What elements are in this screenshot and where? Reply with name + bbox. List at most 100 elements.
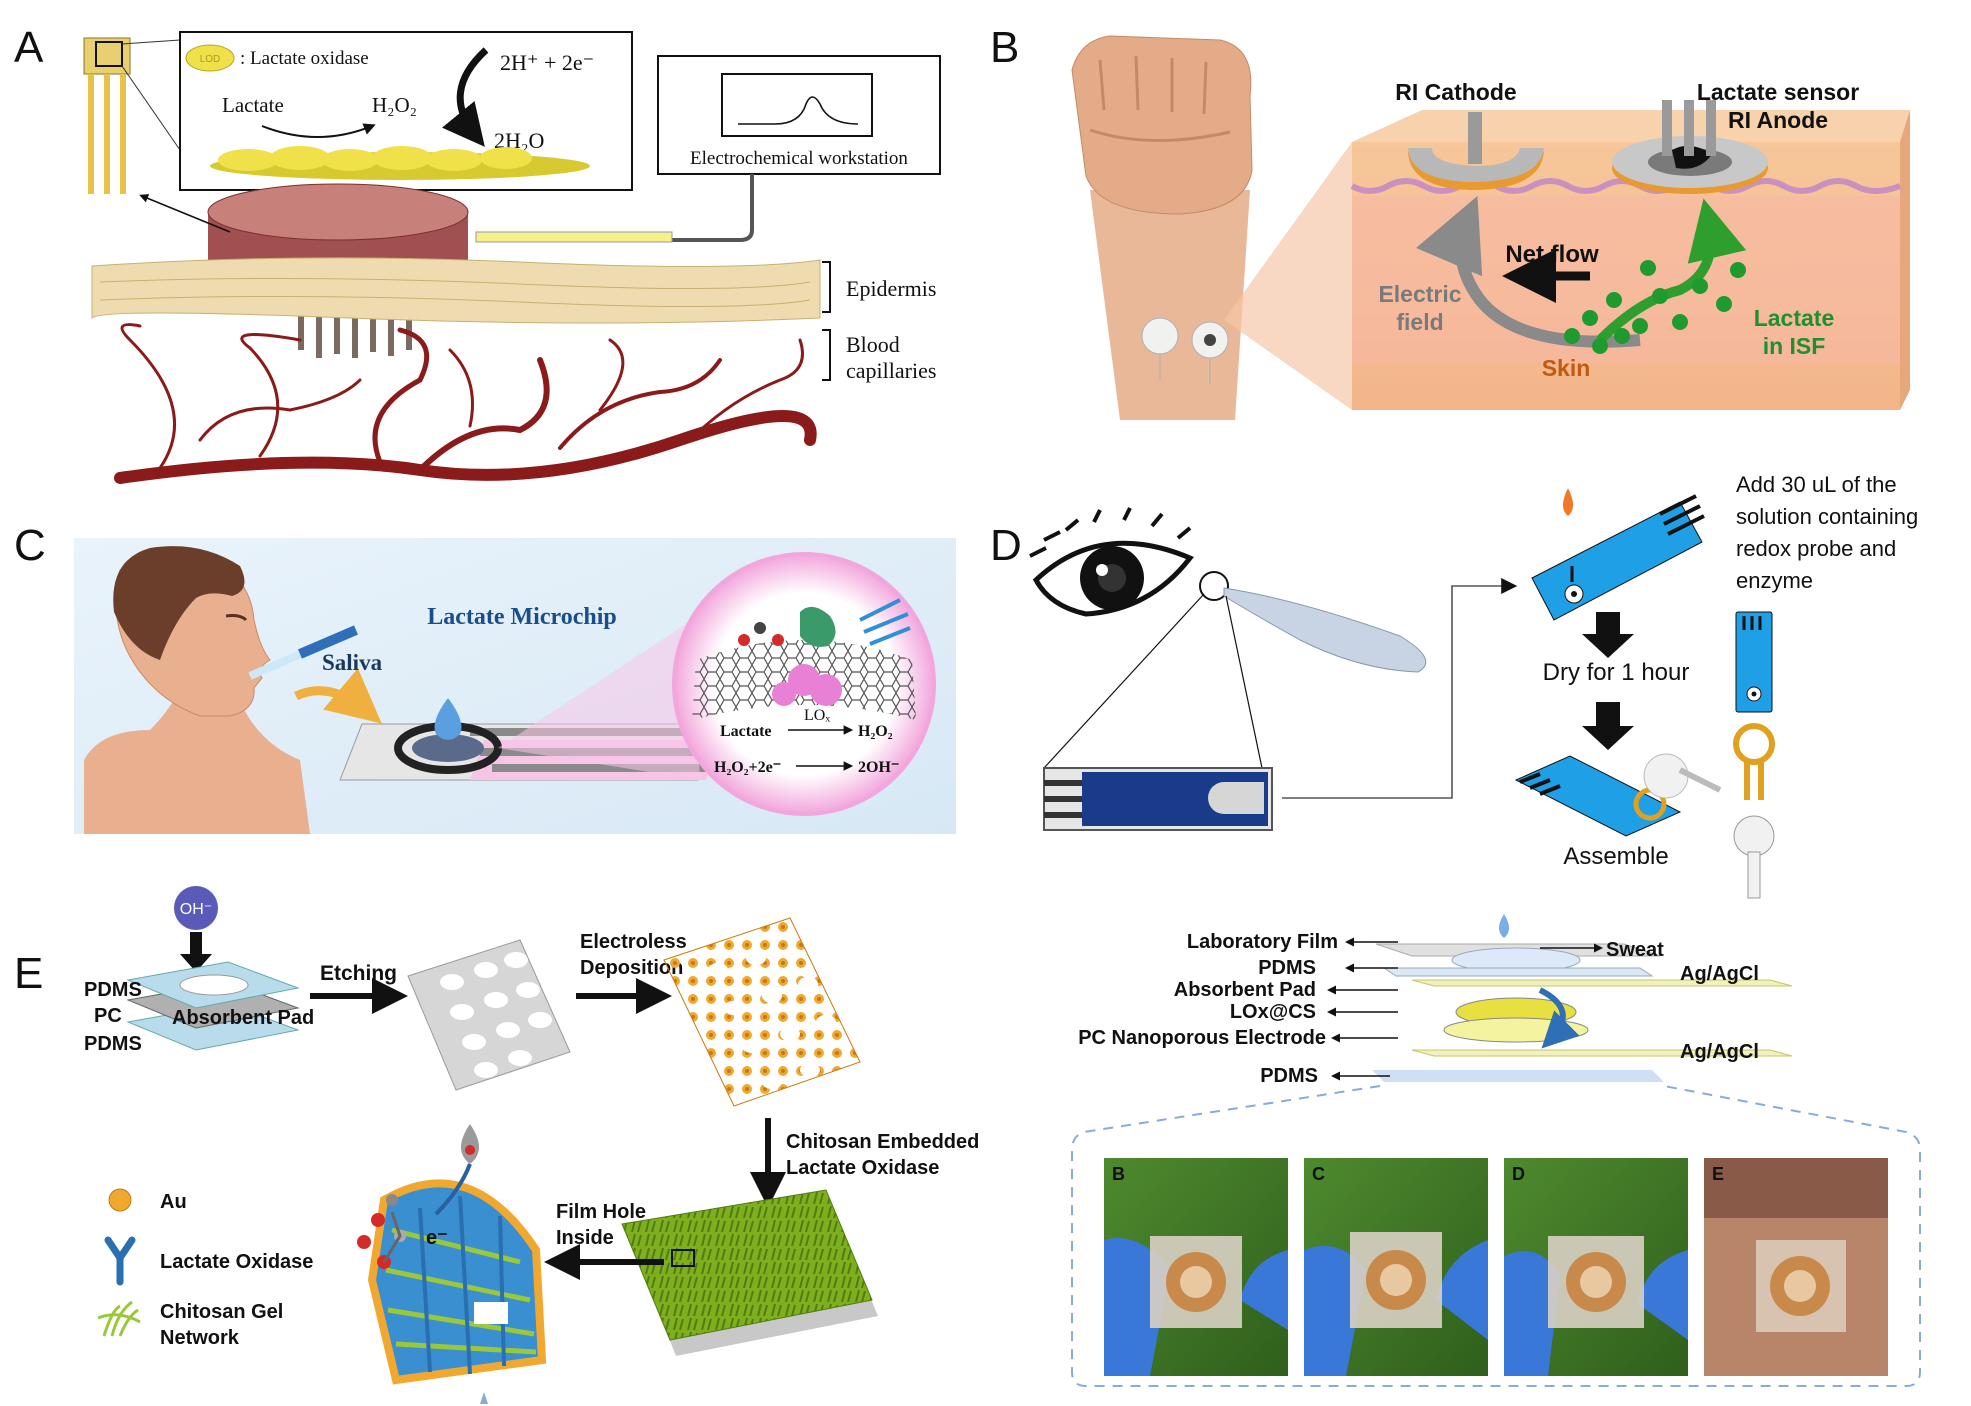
person-illustration: [84, 546, 310, 834]
panel-c: C Saliva Lactate Microchip: [14, 521, 956, 834]
eq2-right: 2OH⁻: [858, 759, 899, 776]
electric-field-arrow: [1416, 195, 1641, 348]
electroless-label-2: Deposition: [580, 957, 683, 979]
saliva-label: Saliva: [322, 650, 383, 675]
strip-components: [1733, 611, 1775, 899]
eq1-left: Lactate: [720, 723, 772, 740]
legend-au-label: Au: [160, 1191, 187, 1213]
pdms-base-label: PDMS: [1260, 1065, 1318, 1087]
lab-film-label: Laboratory Film: [1187, 931, 1338, 953]
panel-b-letter: B: [990, 23, 1019, 72]
legend-lox-label: Lactate Oxidase: [160, 1251, 313, 1273]
pdms-top-label: PDMS: [84, 979, 142, 1001]
test-strip: [1043, 767, 1273, 831]
lox-legend-label: : Lactate oxidase: [240, 48, 369, 69]
ri-cathode-electrode: [1408, 112, 1544, 190]
electrons-label: 2H⁺ + 2e⁻: [500, 50, 594, 75]
eq2-left: H₂O₂+2e⁻: [714, 759, 781, 776]
lactate-isf-label-2: in ISF: [1763, 333, 1826, 359]
lactate-molecules: [1564, 260, 1746, 354]
assembled-strip: [1514, 753, 1722, 837]
layered-stack: [126, 961, 300, 1051]
sensor-strip-icon: [83, 37, 131, 194]
panel-c-letter: C: [14, 521, 46, 570]
photo-label-b: B: [1112, 1164, 1125, 1184]
signal-peak: [738, 96, 859, 125]
film-hole-label-1: Film Hole: [556, 1201, 646, 1223]
lox-legend-icon: [185, 44, 235, 72]
assemble-label: Assemble: [1563, 843, 1668, 870]
blood-label-1: Blood: [846, 332, 900, 357]
lox-abbr: LOD: [200, 54, 221, 65]
chitosan-legend-icon: [97, 1300, 141, 1337]
skin-label: Skin: [1542, 355, 1591, 381]
pdms-stack-label: PDMS: [1258, 957, 1316, 979]
photo-e: [1704, 1158, 1888, 1376]
saliva-arrow: [294, 668, 382, 724]
agcl-label-2: Ag/AgCl: [1680, 1041, 1759, 1063]
photo-dashed-outline: [1071, 1085, 1921, 1387]
chitosan-film: [621, 1189, 878, 1356]
blue-strip-tilted: [1531, 488, 1705, 621]
ri-anode-label: RI Anode: [1728, 107, 1828, 133]
electroless-label-1: Electroless: [580, 931, 687, 953]
lox-cs-label: LOx@CS: [1230, 1001, 1316, 1023]
photo-label-c: C: [1312, 1164, 1325, 1184]
sweat-label: Sweat: [1606, 939, 1664, 961]
lactate-flow-arrow: [1596, 198, 1747, 344]
panel-e-letter: E: [14, 949, 43, 998]
down-arrow-2: [1582, 702, 1634, 750]
absorbent-pad-label: Absorbent Pad: [172, 1007, 314, 1029]
dry-label: Dry for 1 hour: [1543, 659, 1690, 686]
note-line-4: enzyme: [1736, 568, 1813, 593]
lox-legend-y-icon: [104, 1236, 136, 1286]
photo-b: [1104, 1158, 1288, 1376]
agcl-label-1: Ag/AgCl: [1680, 963, 1759, 985]
panel-a-letter: A: [14, 23, 44, 72]
film-hole-label-2: Inside: [556, 1227, 614, 1249]
tear-collector-icon: [1223, 587, 1427, 673]
panel-d-letter: D: [990, 521, 1022, 570]
eye-icon: [1029, 507, 1194, 617]
microchip-title: Lactate Microchip: [427, 604, 617, 630]
electrode-stack-label: PC Nanoporous Electrode: [1078, 1027, 1326, 1049]
panel-d: D Dry: [990, 472, 1918, 899]
electrode-zoom-circle: [672, 552, 936, 816]
skin-block: [1350, 110, 1910, 410]
workstation-label: Electrochemical workstation: [690, 148, 908, 169]
panel-a: A LOD : Lactate oxidase Lactate H₂O₂ 2H⁺…: [14, 23, 941, 484]
legend-chitosan-label-2: Network: [160, 1327, 240, 1349]
photo-c: [1304, 1158, 1488, 1376]
electric-field-label-2: field: [1396, 309, 1443, 335]
chitosan-label-1: Chitosan Embedded: [786, 1131, 979, 1153]
panel-e: E OH⁻ PDMS PC PDMS Absorbent Pad Etching…: [14, 886, 1921, 1404]
pc-label: PC: [94, 1005, 122, 1027]
blood-label-2: capillaries: [846, 358, 936, 383]
lactate-label: Lactate: [222, 93, 284, 117]
pad-stack-label: Absorbent Pad: [1174, 979, 1316, 1001]
photo-d: [1504, 1158, 1688, 1376]
photo-label-d: D: [1512, 1164, 1525, 1184]
note-line-2: solution containing: [1736, 504, 1918, 529]
gold-coated-film: [663, 917, 861, 1107]
ri-cathode-label: RI Cathode: [1395, 79, 1516, 105]
photo-label-e: E: [1712, 1164, 1724, 1184]
h2o2-label: H₂O₂: [372, 93, 417, 117]
device-stack: [1372, 914, 1793, 1082]
note-line-3: redox probe and: [1736, 536, 1896, 561]
eq1-right: H₂O₂: [858, 723, 893, 740]
lactate-sensor-label: Lactate sensor: [1697, 79, 1859, 105]
electron-label: e⁻: [426, 1227, 448, 1249]
eq1-enzyme: LOₓ: [804, 707, 830, 724]
panel-b: B: [990, 23, 1910, 420]
blood-capillaries: [114, 323, 817, 484]
lactate-isf-label-1: Lactate: [1754, 305, 1835, 331]
electric-field-label-1: Electric: [1378, 281, 1461, 307]
down-arrow-1: [1582, 612, 1634, 658]
lactate-sensor-electrode: [1612, 100, 1768, 194]
etched-film: [407, 939, 571, 1091]
etching-label: Etching: [320, 962, 397, 985]
enzyme-layer: [210, 146, 590, 180]
hydroxide-label: OH⁻: [180, 901, 212, 918]
